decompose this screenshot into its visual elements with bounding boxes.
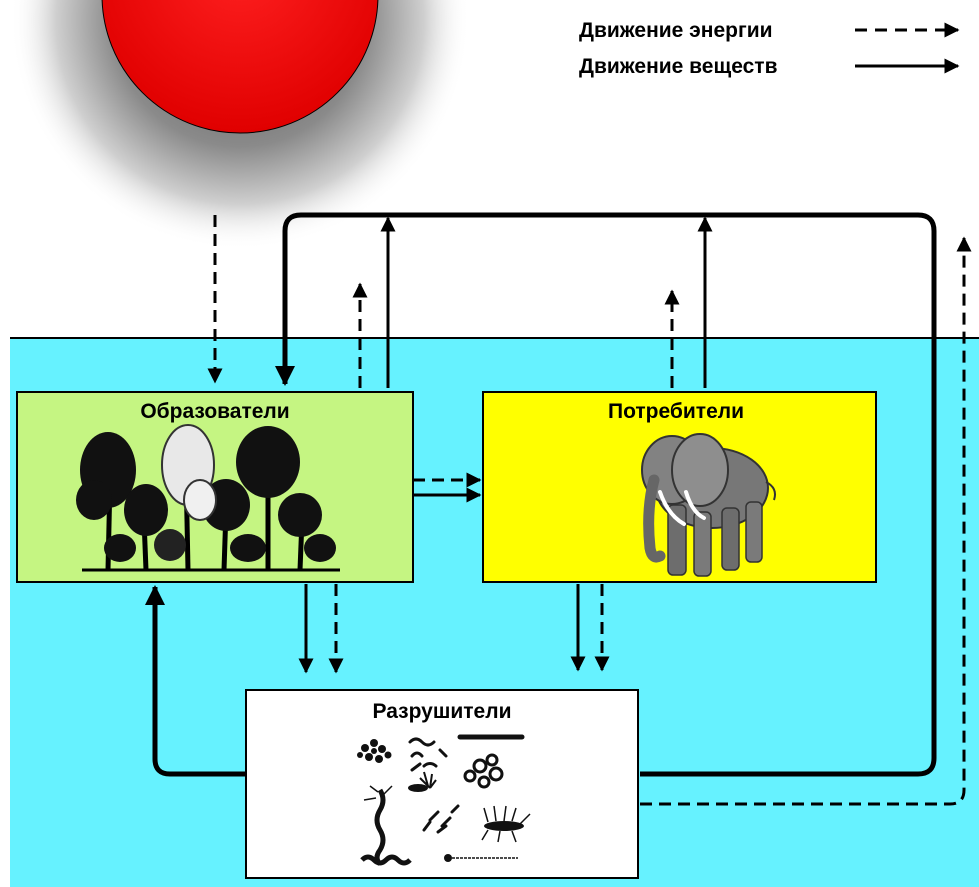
forest-icon bbox=[76, 424, 340, 572]
consumers-title: Потребители bbox=[608, 400, 744, 423]
matter-flows bbox=[145, 212, 937, 777]
decomposers-box: Разрушители bbox=[245, 689, 639, 879]
consumers-box: Потребители bbox=[482, 391, 877, 583]
producers-title: Образователи bbox=[140, 400, 289, 423]
microorganisms-icon bbox=[357, 734, 531, 866]
sun bbox=[10, 0, 470, 250]
elephant-icon bbox=[641, 433, 776, 577]
decomposers-box-frame bbox=[245, 689, 639, 879]
legend: Движение энергии Движение веществ bbox=[579, 19, 960, 78]
legend-energy-label: Движение энергии bbox=[579, 19, 773, 42]
energy-flows bbox=[207, 215, 972, 806]
decomposers-title: Разрушители bbox=[373, 700, 512, 723]
sun-core bbox=[101, 0, 379, 134]
legend-matter-label: Движение веществ bbox=[579, 55, 778, 78]
matter-decomposers-to-producers-left bbox=[145, 585, 245, 777]
producers-box: Образователи bbox=[16, 391, 414, 583]
energy-decomposers-out bbox=[640, 236, 972, 806]
matter-loop-decomposers-to-producers bbox=[275, 212, 937, 777]
